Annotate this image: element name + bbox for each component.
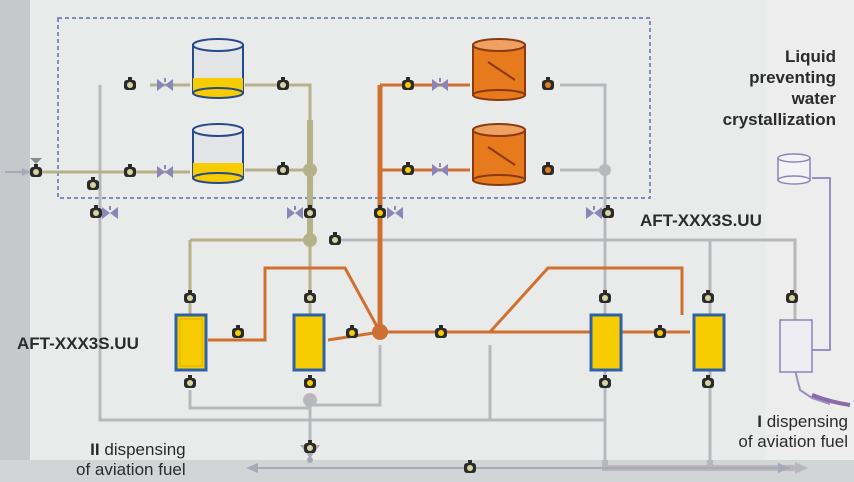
tank-icon (192, 38, 244, 99)
dispense-line: dispensing (104, 440, 186, 459)
tank-icon (192, 123, 244, 184)
additive-pipes (794, 177, 831, 405)
dispensing-one-label: I dispensing of aviation fuel (738, 412, 848, 452)
dispense-line: of aviation fuel (76, 460, 186, 479)
storage-area-box (57, 17, 651, 199)
additive-label: Liquid preventing water crystallization (723, 46, 836, 130)
additive-label-line: Liquid (785, 47, 836, 66)
dispense-line: dispensing (766, 412, 848, 431)
tank-icon (472, 123, 526, 186)
dosing-unit (779, 319, 813, 373)
arrow-icon (795, 462, 808, 474)
roman-numeral: I (757, 412, 762, 431)
additive-label-line: crystallization (722, 110, 836, 129)
junction-icon (372, 324, 388, 340)
filter-label-right: AFT-XXX3S.UU (640, 211, 762, 230)
dispensing-two-label: II dispensing of aviation fuel (76, 440, 186, 480)
tank-icon (472, 38, 526, 101)
dispense-line: of aviation fuel (738, 432, 848, 451)
filter-label-left: AFT-XXX3S.UU (17, 334, 139, 353)
filter-icon (589, 313, 623, 372)
filter-icon (292, 313, 326, 372)
additive-label-line: preventing (749, 68, 836, 87)
roman-numeral: II (90, 440, 100, 459)
additive-label-line: water (791, 89, 836, 108)
filter-icon (174, 313, 208, 372)
additive-tank-icon (777, 153, 811, 185)
filter-icon (692, 313, 726, 372)
diagram-panel (30, 0, 765, 460)
